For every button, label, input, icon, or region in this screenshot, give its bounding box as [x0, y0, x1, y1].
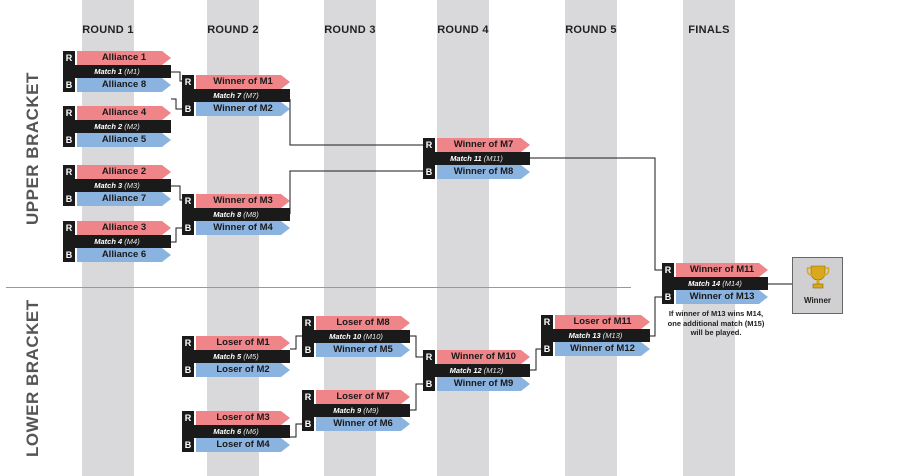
- round-2-label: ROUND 2: [207, 24, 259, 36]
- red-team: Loser of M8: [316, 316, 410, 330]
- finals-note: If winner of M13 wins M14, one additiona…: [667, 309, 765, 337]
- match-label: Match 6 (M6): [182, 425, 290, 438]
- blue-team: Winner of M8: [437, 165, 530, 179]
- red-slot-tag: R: [63, 221, 75, 235]
- red-slot-tag: R: [662, 263, 674, 277]
- blue-slot-tag: B: [182, 221, 194, 235]
- red-team: Winner of M11: [676, 263, 768, 277]
- red-team: Loser of M3: [196, 411, 290, 425]
- round-3-label: ROUND 3: [324, 24, 376, 36]
- red-slot-tag: R: [182, 194, 194, 208]
- finals-label: FINALS: [688, 24, 730, 36]
- blue-slot-tag: B: [182, 438, 194, 452]
- blue-slot-tag: B: [423, 377, 435, 391]
- blue-team: Alliance 8: [77, 78, 171, 92]
- blue-slot-tag: B: [63, 133, 75, 147]
- blue-team: Alliance 5: [77, 133, 171, 147]
- bracket-divider: [6, 287, 631, 288]
- blue-slot-tag: B: [63, 248, 75, 262]
- red-slot-tag: R: [423, 350, 435, 364]
- red-team: Winner of M7: [437, 138, 530, 152]
- round-1-label: ROUND 1: [82, 24, 134, 36]
- trophy-icon: [806, 265, 830, 289]
- blue-slot-tag: B: [662, 290, 674, 304]
- blue-team: Winner of M12: [555, 342, 650, 356]
- match-label: Match 4 (M4): [63, 235, 171, 248]
- blue-slot-tag: B: [541, 342, 553, 356]
- red-team: Alliance 1: [77, 51, 171, 65]
- blue-slot-tag: B: [182, 363, 194, 377]
- round-4-label: ROUND 4: [437, 24, 489, 36]
- red-team: Loser of M11: [555, 315, 650, 329]
- blue-slot-tag: B: [63, 78, 75, 92]
- match-label: Match 3 (M3): [63, 179, 171, 192]
- finals-column: [683, 0, 735, 476]
- round-4-column: [437, 0, 489, 476]
- red-slot-tag: R: [302, 316, 314, 330]
- match-label: Match 1 (M1): [63, 65, 171, 78]
- red-team: Winner of M1: [196, 75, 290, 89]
- blue-slot-tag: B: [182, 102, 194, 116]
- blue-slot-tag: B: [302, 417, 314, 431]
- winner-label: Winner: [803, 296, 832, 305]
- round-5-column: [565, 0, 617, 476]
- red-team: Loser of M1: [196, 336, 290, 350]
- match-label: Match 2 (M2): [63, 120, 171, 133]
- round-5-label: ROUND 5: [565, 24, 617, 36]
- blue-team: Alliance 7: [77, 192, 171, 206]
- blue-team: Winner of M9: [437, 377, 530, 391]
- blue-team: Winner of M5: [316, 343, 410, 357]
- red-team: Loser of M7: [316, 390, 410, 404]
- winner-box: Winner: [792, 257, 843, 314]
- match-label: Match 9 (M9): [302, 404, 410, 417]
- blue-slot-tag: B: [63, 192, 75, 206]
- red-team: Winner of M3: [196, 194, 290, 208]
- red-slot-tag: R: [302, 390, 314, 404]
- red-team: Winner of M10: [437, 350, 530, 364]
- red-slot-tag: R: [63, 106, 75, 120]
- red-slot-tag: R: [423, 138, 435, 152]
- red-slot-tag: R: [541, 315, 553, 329]
- blue-team: Loser of M4: [196, 438, 290, 452]
- blue-team: Alliance 6: [77, 248, 171, 262]
- red-team: Alliance 3: [77, 221, 171, 235]
- blue-team: Loser of M2: [196, 363, 290, 377]
- match-label: Match 14 (M14): [662, 277, 768, 290]
- blue-team: Winner of M6: [316, 417, 410, 431]
- red-slot-tag: R: [63, 165, 75, 179]
- match-label: Match 13 (M13): [541, 329, 650, 342]
- red-slot-tag: R: [63, 51, 75, 65]
- match-label: Match 5 (M5): [182, 350, 290, 363]
- red-team: Alliance 4: [77, 106, 171, 120]
- red-slot-tag: R: [182, 75, 194, 89]
- blue-slot-tag: B: [423, 165, 435, 179]
- blue-team: Winner of M4: [196, 221, 290, 235]
- match-label: Match 7 (M7): [182, 89, 290, 102]
- match-label: Match 8 (M8): [182, 208, 290, 221]
- match-label: Match 10 (M10): [302, 330, 410, 343]
- blue-team: Winner of M13: [676, 290, 768, 304]
- red-team: Alliance 2: [77, 165, 171, 179]
- match-label: Match 12 (M12): [423, 364, 530, 377]
- red-slot-tag: R: [182, 411, 194, 425]
- match-label: Match 11 (M11): [423, 152, 530, 165]
- blue-team: Winner of M2: [196, 102, 290, 116]
- red-slot-tag: R: [182, 336, 194, 350]
- blue-slot-tag: B: [302, 343, 314, 357]
